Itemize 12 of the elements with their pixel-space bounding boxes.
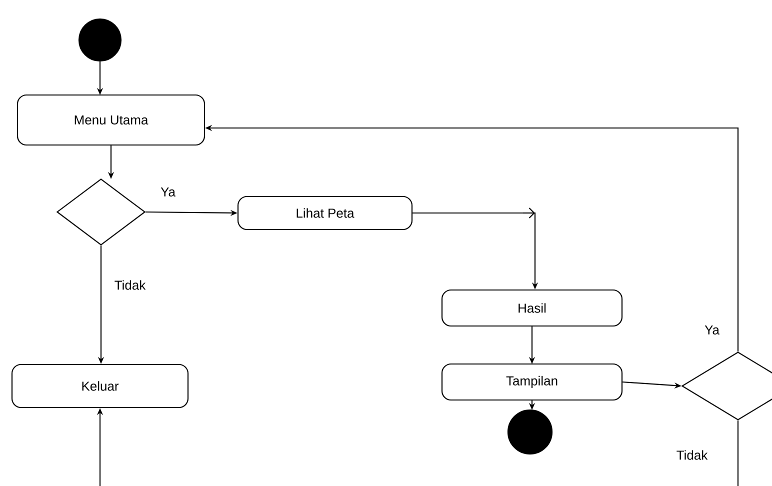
edge-label: Ya [704, 325, 720, 335]
decision-diamond [681, 352, 772, 420]
activity-dot [507, 409, 553, 455]
activity-box: Keluar [11, 364, 189, 408]
activity-box: Tampilan [441, 363, 623, 401]
edge-label: Tidak [676, 450, 708, 460]
activity-box: Lihat Peta [237, 196, 413, 230]
activity-dot [78, 18, 122, 62]
activity-box: Hasil [441, 289, 623, 327]
edge-label: Ya [160, 187, 176, 197]
edge-label: Tidak [114, 280, 146, 290]
activity-box: Menu Utama [16, 94, 206, 146]
